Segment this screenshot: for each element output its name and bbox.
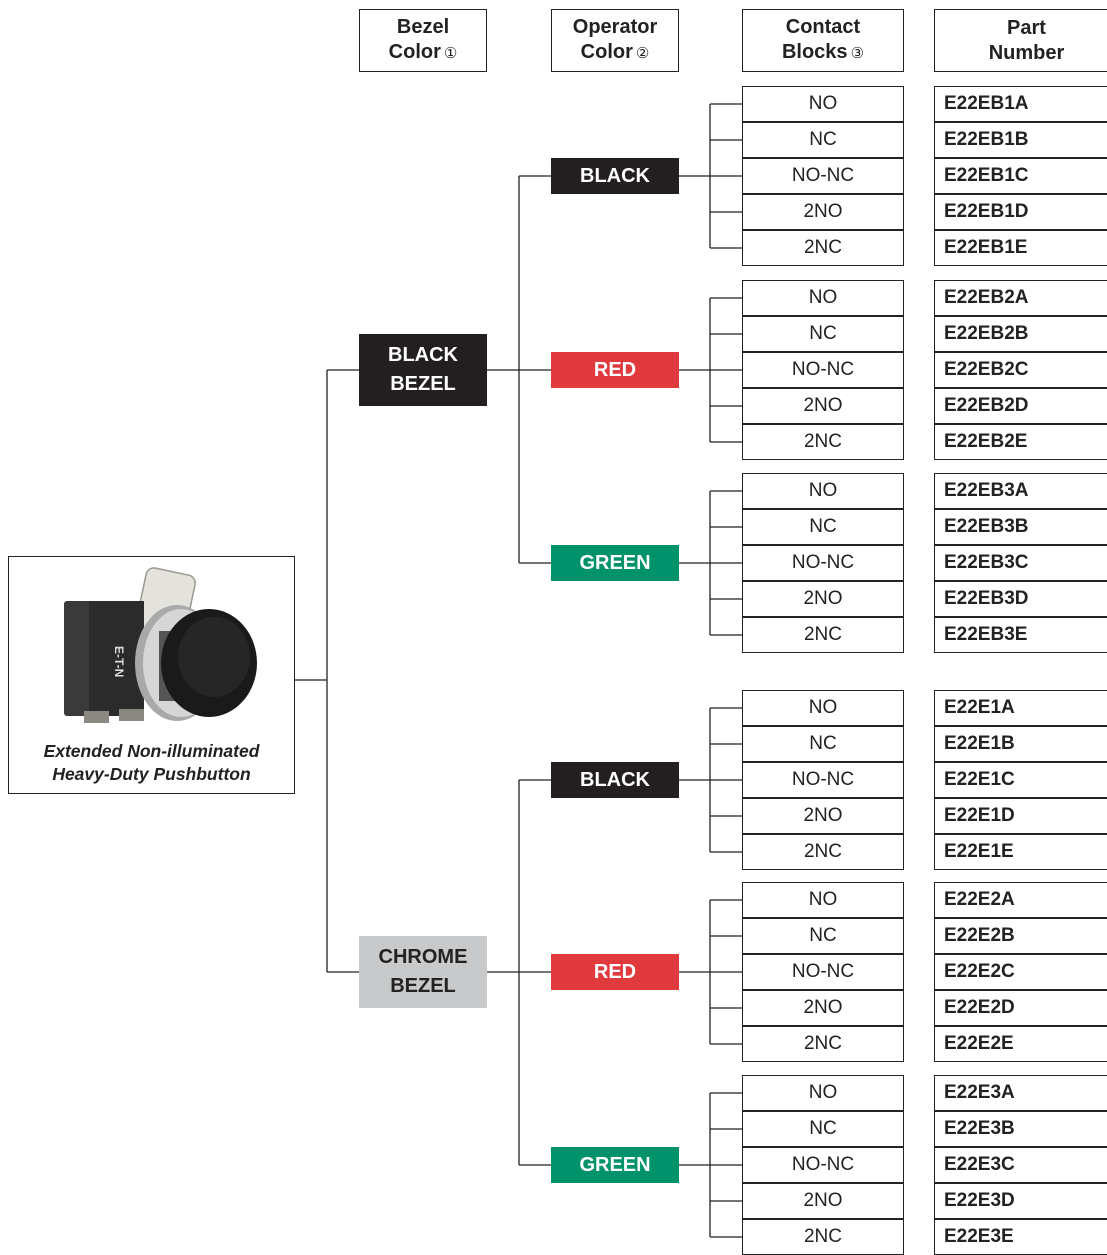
part-number-cell: E22EB2A	[934, 280, 1107, 316]
contact-block-cell: 2NC	[742, 230, 904, 266]
operator-green: GREEN	[551, 545, 679, 581]
black-bezel-node: BLACK BEZEL	[359, 334, 487, 406]
header-part-line2: Number	[988, 41, 1065, 64]
photo-brand-label: E-T-N	[112, 646, 126, 677]
header-operator-line1: Operator	[572, 16, 658, 38]
product-box: E-T-N Extended Non-illuminated Heavy-Dut…	[8, 556, 295, 794]
contact-block-cell: NO-NC	[742, 352, 904, 388]
part-number-cell: E22E3B	[934, 1111, 1107, 1147]
contact-block-cell: NO-NC	[742, 762, 904, 798]
contact-block-cell: 2NO	[742, 194, 904, 230]
footnote-3-marker: ③	[850, 45, 865, 62]
header-operator-line2: Color	[580, 41, 633, 63]
operator-black: BLACK	[551, 158, 679, 194]
button-cap-face	[178, 617, 250, 697]
contact-block-cell: 2NC	[742, 1026, 904, 1062]
terminal-left	[84, 711, 109, 723]
contact-block-cell: 2NO	[742, 388, 904, 424]
contact-block-cell: NO	[742, 690, 904, 726]
product-caption: Extended Non-illuminated Heavy-Duty Push…	[9, 740, 294, 786]
product-caption-line1: Extended Non-illuminated	[43, 741, 260, 761]
part-number-cell: E22EB2C	[934, 352, 1107, 388]
part-number-cell: E22E2C	[934, 954, 1107, 990]
contact-block-side	[89, 601, 144, 716]
contact-block-cell: NO	[742, 473, 904, 509]
part-number-cell: E22E1B	[934, 726, 1107, 762]
contact-block-cell: NC	[742, 918, 904, 954]
part-number-cell: E22E1C	[934, 762, 1107, 798]
contact-block-cell: NO-NC	[742, 545, 904, 581]
operator-green: GREEN	[551, 1147, 679, 1183]
contact-block-cell: 2NC	[742, 617, 904, 653]
part-number-cell: E22E3E	[934, 1219, 1107, 1255]
part-number-cell: E22EB2D	[934, 388, 1107, 424]
part-number-cell: E22EB3C	[934, 545, 1107, 581]
contact-block-cell: NC	[742, 726, 904, 762]
contact-block-cell: 2NO	[742, 1183, 904, 1219]
contact-block-cell: 2NO	[742, 798, 904, 834]
terminal-right	[119, 709, 144, 721]
contact-block-cell: NO-NC	[742, 158, 904, 194]
contact-block-cell: 2NC	[742, 1219, 904, 1255]
chrome-bezel-node: CHROME BEZEL	[359, 936, 487, 1008]
contact-block-cell: 2NO	[742, 990, 904, 1026]
contact-block-cell: 2NC	[742, 834, 904, 870]
operator-black: BLACK	[551, 762, 679, 798]
part-number-cell: E22EB1C	[934, 158, 1107, 194]
part-number-cell: E22E2A	[934, 882, 1107, 918]
footnote-2-marker: ②	[635, 45, 650, 62]
contact-block-cell: NO-NC	[742, 1147, 904, 1183]
contact-block-cell: 2NO	[742, 581, 904, 617]
part-number-cell: E22E1D	[934, 798, 1107, 834]
header-contact-line1: Contact	[785, 16, 861, 38]
operator-red: RED	[551, 352, 679, 388]
part-number-cell: E22EB3B	[934, 509, 1107, 545]
part-number-cell: E22EB1A	[934, 86, 1107, 122]
header-part-line1: Part	[1007, 16, 1046, 39]
part-number-cell: E22E2D	[934, 990, 1107, 1026]
contact-block-cell: NO	[742, 1075, 904, 1111]
footnote-1-marker: ①	[443, 45, 458, 62]
part-number-cell: E22E1E	[934, 834, 1107, 870]
part-number-cell: E22E3A	[934, 1075, 1107, 1111]
part-number-cell: E22EB2B	[934, 316, 1107, 352]
part-number-cell: E22E3C	[934, 1147, 1107, 1183]
contact-block-cell: NC	[742, 316, 904, 352]
header-contact-line2: Blocks	[781, 41, 848, 63]
contact-block-cell: NO	[742, 280, 904, 316]
part-number-cell: E22EB2E	[934, 424, 1107, 460]
part-number-cell: E22E1A	[934, 690, 1107, 726]
contact-block-cell: NC	[742, 509, 904, 545]
part-number-cell: E22EB3A	[934, 473, 1107, 509]
product-caption-line2: Heavy-Duty Pushbutton	[52, 764, 251, 784]
pushbutton-photo: E-T-N	[64, 567, 257, 723]
part-number-cell: E22EB1E	[934, 230, 1107, 266]
contact-block-cell: NO-NC	[742, 954, 904, 990]
contact-block-cell: NC	[742, 122, 904, 158]
header-part-number: Part Number	[934, 9, 1107, 72]
part-number-cell: E22EB1B	[934, 122, 1107, 158]
header-bezel-line1: Bezel	[396, 16, 450, 38]
contact-block-cell: NC	[742, 1111, 904, 1147]
header-bezel-line2: Color	[388, 41, 441, 63]
part-number-cell: E22EB3E	[934, 617, 1107, 653]
part-number-cell: E22E2B	[934, 918, 1107, 954]
part-number-cell: E22EB1D	[934, 194, 1107, 230]
contact-block-cell: 2NC	[742, 424, 904, 460]
part-number-cell: E22EB3D	[934, 581, 1107, 617]
part-number-cell: E22E2E	[934, 1026, 1107, 1062]
operator-red: RED	[551, 954, 679, 990]
contact-block-cell: NO	[742, 882, 904, 918]
part-number-cell: E22E3D	[934, 1183, 1107, 1219]
contact-block-cell: NO	[742, 86, 904, 122]
